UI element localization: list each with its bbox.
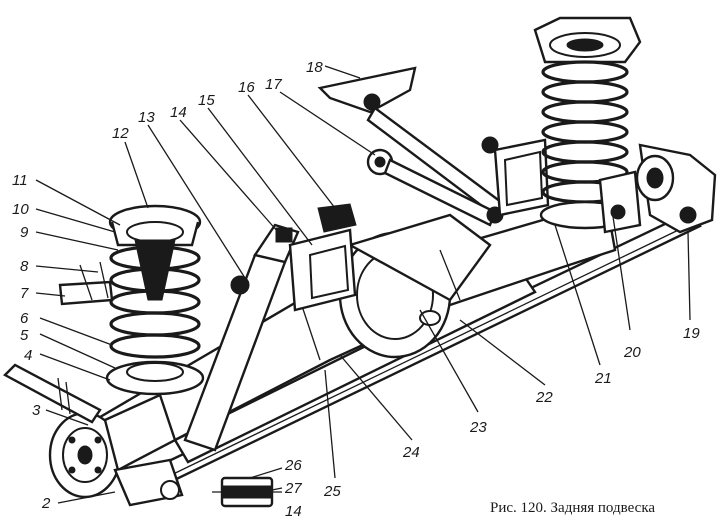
callout-11: 11	[12, 172, 28, 189]
callout-26: 26	[284, 457, 302, 474]
upper-bracket	[288, 203, 357, 312]
upper-rods	[317, 66, 507, 227]
callout-9: 9	[20, 224, 29, 241]
leader-lines	[35, 65, 691, 504]
callout-labels: 2 3 4 5 6 7 8 9 10 11 12 13 14 15 16 17 …	[12, 59, 700, 520]
callout-20: 20	[623, 344, 641, 361]
callout-12: 12	[112, 125, 129, 142]
left-spring	[58, 204, 205, 396]
callout-7: 7	[20, 285, 29, 302]
callout-17: 17	[265, 76, 282, 93]
callout-8: 8	[20, 258, 29, 275]
callout-3: 3	[32, 402, 41, 419]
right-spring	[533, 16, 642, 234]
figure-caption: Рис. 120. Задняя подвеска	[490, 500, 656, 516]
callout-13: 13	[138, 109, 155, 126]
callout-14: 14	[170, 104, 187, 121]
rear-mount	[635, 143, 717, 234]
callout-19: 19	[683, 325, 700, 342]
callout-25: 25	[323, 483, 341, 500]
callout-2: 2	[41, 495, 51, 512]
callout-4: 4	[24, 347, 32, 364]
callout-27: 27	[284, 480, 302, 497]
shock-absorber	[183, 223, 300, 452]
callout-18: 18	[306, 59, 323, 76]
callout-6: 6	[20, 310, 29, 327]
callout-22: 22	[535, 389, 553, 406]
callout-5: 5	[20, 327, 29, 344]
callout-14-lower: 14	[285, 503, 302, 520]
right-bracket	[481, 136, 550, 217]
callout-15: 15	[198, 92, 215, 109]
callout-16: 16	[238, 79, 255, 96]
callout-21: 21	[594, 370, 612, 387]
half-shaft	[3, 363, 102, 424]
callout-24: 24	[402, 444, 420, 461]
callout-10: 10	[12, 201, 29, 218]
callout-23: 23	[469, 419, 487, 436]
bushing-detail	[212, 476, 282, 508]
